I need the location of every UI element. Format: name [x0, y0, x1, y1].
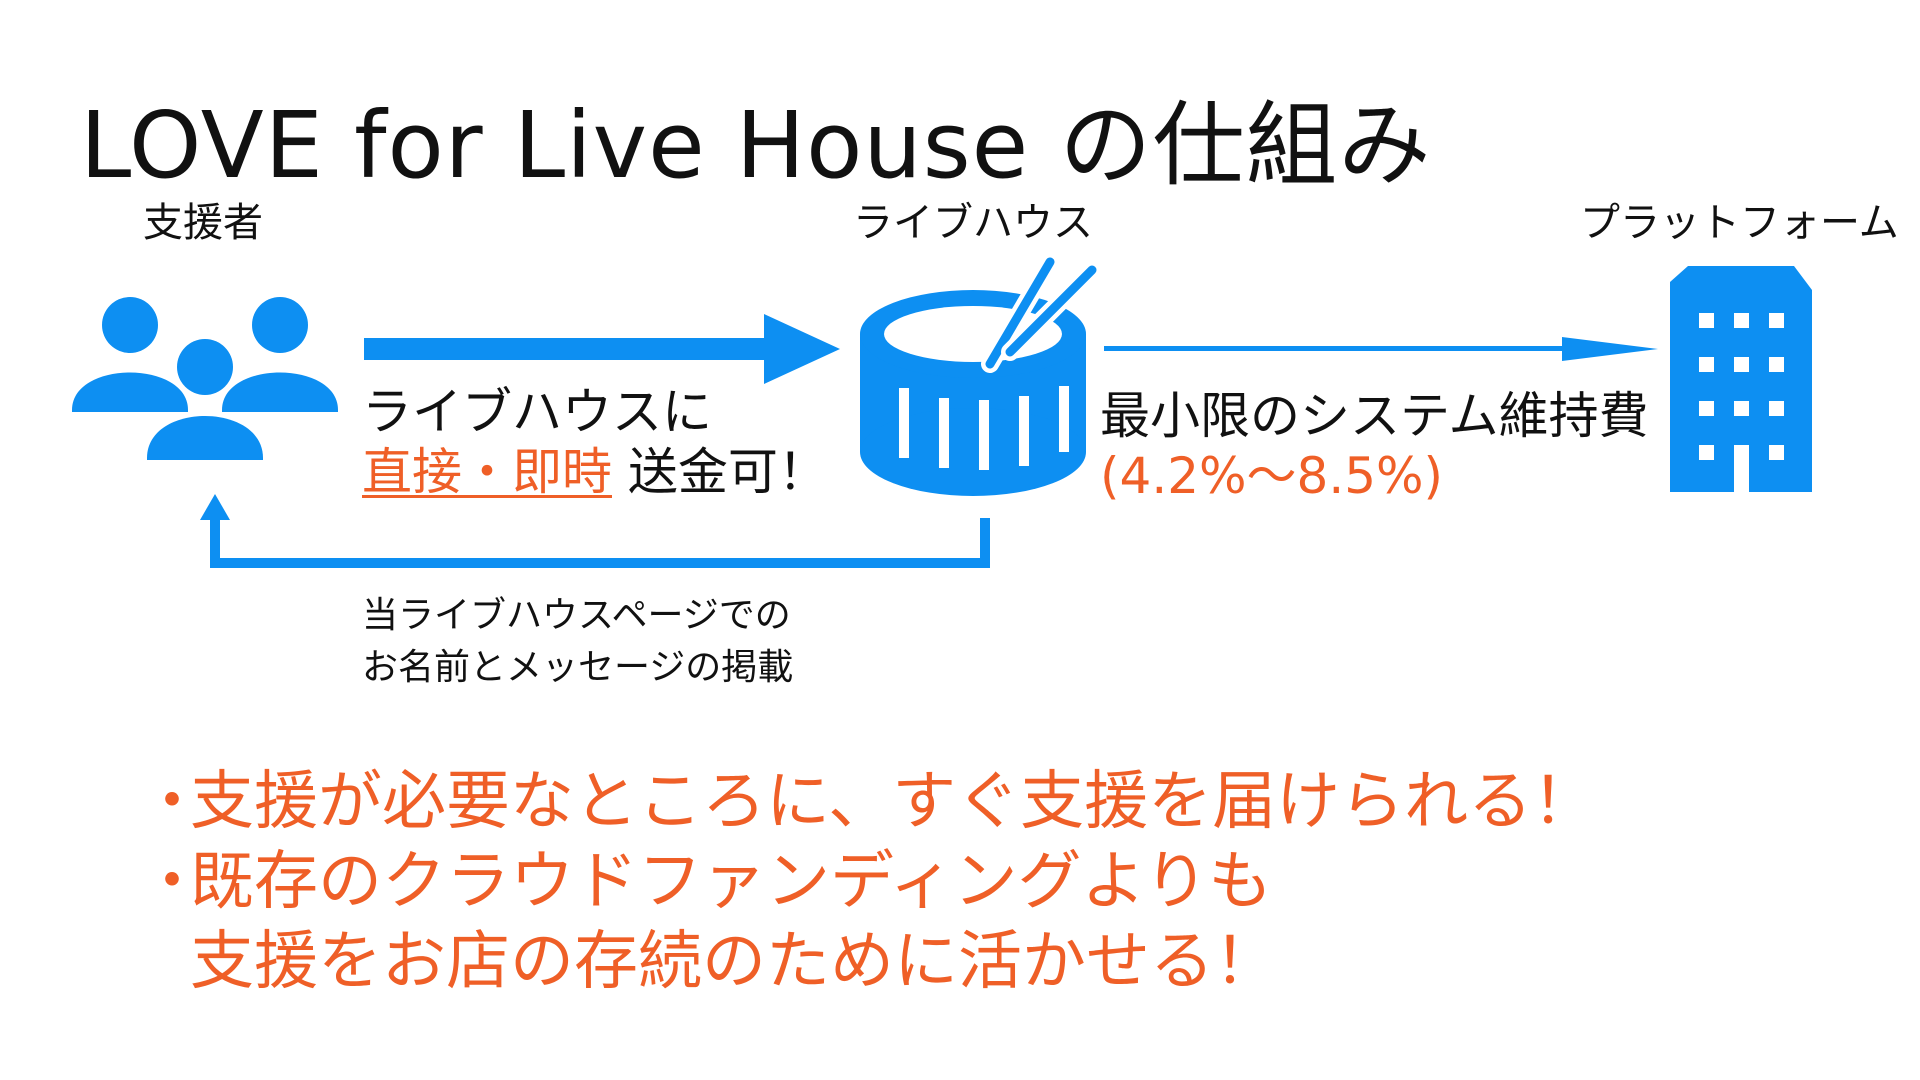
page-title: LOVE for Live House の仕組み: [80, 91, 1432, 199]
drum-icon: [860, 253, 1101, 496]
benefits-list: ・ 支援が必要なところに、すぐ支援を届けられる！ ・ 既存のクラウドファンディン…: [140, 762, 1596, 1002]
platform-label: プラットフォーム: [1580, 200, 1899, 246]
bullet: ・: [140, 765, 204, 839]
building-icon: [1670, 266, 1812, 492]
livehouse-label: ライブハウス: [853, 200, 1093, 246]
fee-text: 最小限のシステム維持費 (4.2%〜8.5%): [1100, 386, 1649, 506]
bullet: ・: [140, 845, 204, 919]
supporter-label: 支援者: [143, 200, 263, 246]
send-line1: ライブハウスに: [362, 383, 712, 441]
message-line1: 当ライブハウスページでの: [362, 595, 791, 636]
send-money-text: ライブハウスに 直接・即時 送金可！: [362, 382, 828, 502]
benefit-text-2a: 既存のクラウドファンディングよりも: [190, 845, 1273, 919]
message-line2: お名前とメッセージの掲載: [362, 647, 794, 688]
fee-arrow: [1104, 337, 1658, 361]
benefit-item: ・ 支援が必要なところに、すぐ支援を届けられる！: [140, 762, 1596, 842]
send-highlight: 直接・即時: [362, 443, 612, 501]
benefit-text-1: 支援が必要なところに、すぐ支援を届けられる！: [190, 765, 1597, 839]
fee-label: 最小限のシステム維持費: [1100, 387, 1649, 445]
message-text: 当ライブハウスページでの お名前とメッセージの掲載: [362, 590, 793, 694]
fee-rate: (4.2%〜8.5%): [1100, 447, 1444, 505]
benefit-item: ・ 既存のクラウドファンディングよりも: [140, 842, 1596, 922]
send-line2: 直接・即時 送金可！: [362, 442, 828, 502]
benefit-text-2b: 支援をお店の存続のために活かせる！: [190, 925, 1278, 999]
return-arrow: [200, 494, 990, 568]
send-suffix: 送金可！: [627, 443, 828, 501]
people-icon: [72, 297, 338, 460]
send-money-arrow: [364, 314, 840, 384]
